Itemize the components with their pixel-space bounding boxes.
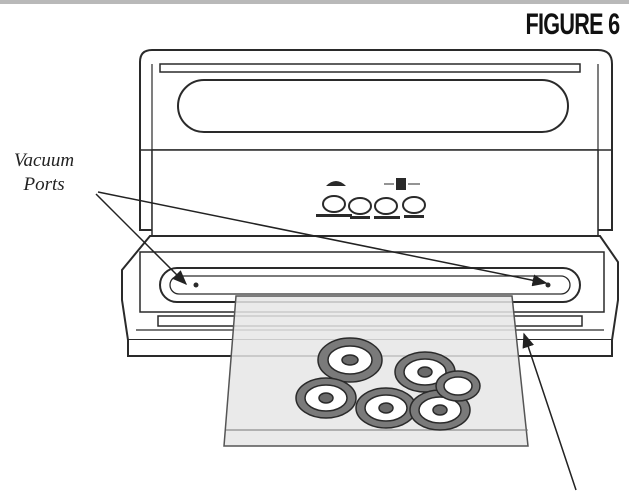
callout-arrows	[95, 191, 577, 491]
figure-title: FIGURE 6	[525, 8, 620, 41]
control-button[interactable]	[348, 197, 372, 215]
tomato-slice	[435, 370, 481, 402]
tomato-slice	[355, 387, 417, 429]
vacuum-port-right	[545, 282, 551, 288]
control-button[interactable]	[402, 196, 426, 214]
tomato-slices	[295, 337, 481, 431]
mode-switch-icon	[396, 178, 406, 190]
vacuum-port-left	[193, 282, 199, 288]
arrow-left-port	[95, 193, 188, 286]
arrow-seal-bar	[522, 332, 577, 491]
arrow-right-port	[97, 191, 548, 287]
control-button-labels	[316, 214, 424, 219]
lid-handle-slot	[177, 79, 569, 133]
control-panel	[151, 149, 599, 237]
callout-line-1: Vacuum	[14, 150, 75, 171]
control-button[interactable]	[322, 195, 346, 213]
control-button[interactable]	[374, 197, 398, 215]
tomato-slice	[295, 377, 357, 419]
vacuum-ports-callout: Vacuum Ports	[14, 149, 74, 197]
callout-line-2: Ports	[23, 174, 65, 195]
power-indicator-light	[326, 181, 346, 186]
top-rule	[0, 0, 629, 4]
tomato-slice	[317, 337, 383, 383]
